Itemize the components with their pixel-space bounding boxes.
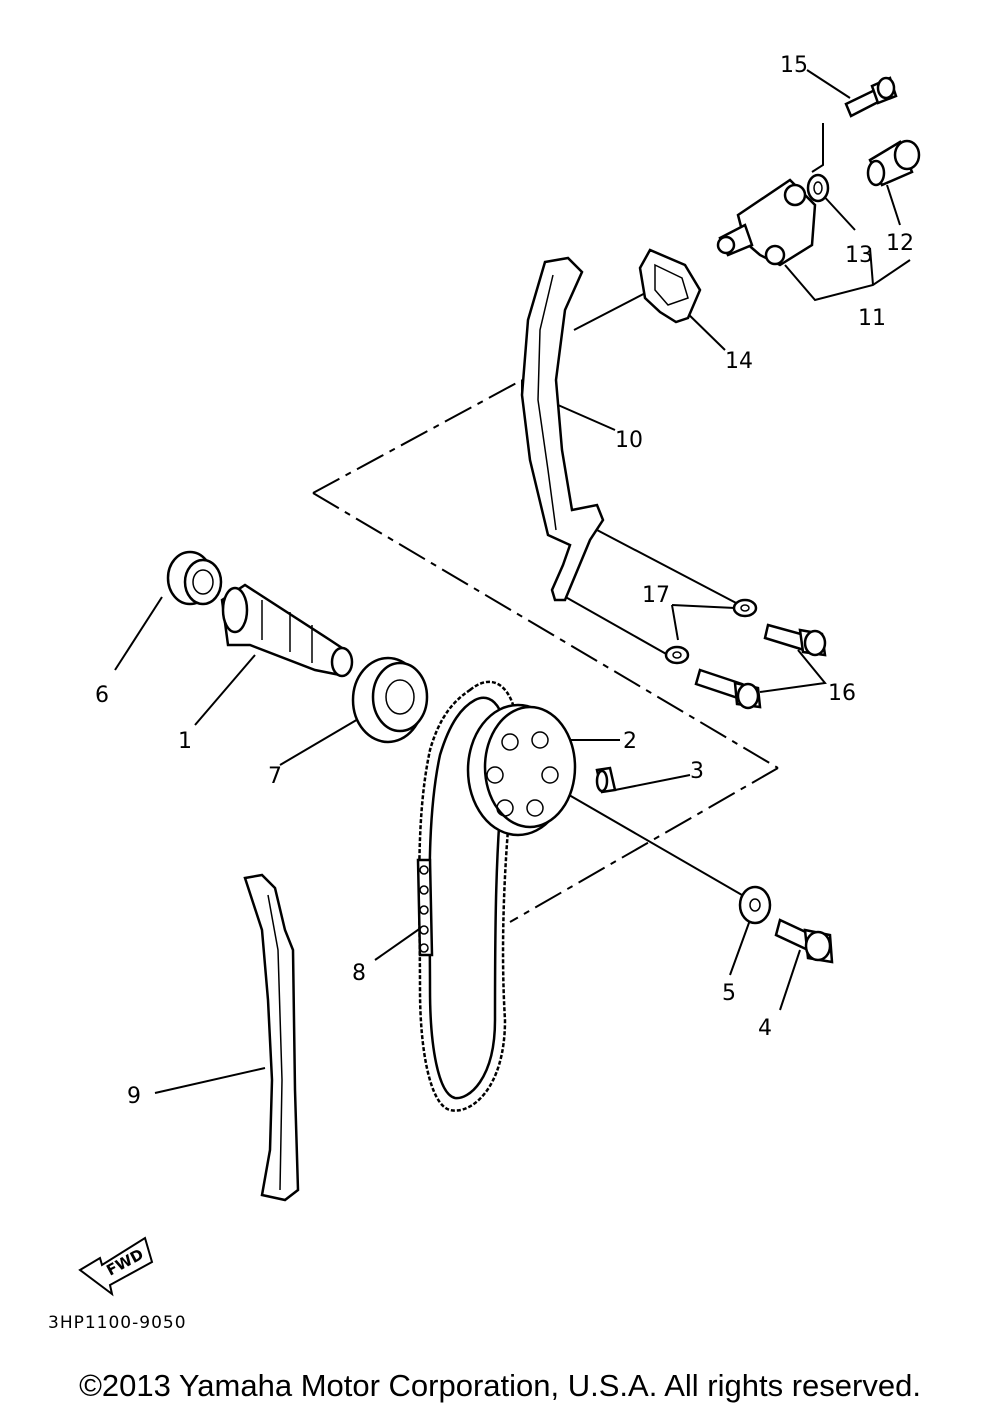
label-7: 7	[268, 764, 282, 789]
part-9-chain-guide	[243, 873, 300, 1202]
label-1: 1	[178, 729, 192, 754]
label-6: 6	[95, 683, 109, 708]
label-3: 3	[690, 759, 704, 784]
label-13: 13	[845, 243, 873, 268]
part-number-labels: 15 12 13 11 14 10 17 16 6 1 2 3 7 8 5 4 …	[95, 53, 914, 1109]
label-14: 14	[725, 349, 753, 374]
part-15-bolt	[844, 76, 898, 118]
label-15: 15	[780, 53, 808, 78]
part-1-camshaft	[220, 583, 354, 678]
label-2: 2	[623, 729, 637, 754]
part-11-tensioner	[716, 178, 817, 267]
label-8: 8	[352, 961, 366, 986]
part-4-bolt	[774, 918, 834, 964]
part-2-cam-sprocket	[466, 703, 577, 837]
label-4: 4	[758, 1016, 772, 1041]
diagram-code: 3HP1100-9050	[48, 1313, 187, 1333]
part-5-washer	[738, 885, 772, 925]
part-7-bearing	[351, 656, 429, 744]
forward-direction-arrow: FWD	[78, 1236, 154, 1297]
label-10: 10	[615, 428, 643, 453]
label-16: 16	[828, 681, 856, 706]
part-13-washer	[806, 173, 830, 203]
part-10-tensioner-guide	[520, 256, 605, 602]
part-3-dowel-pin	[595, 766, 617, 794]
part-17-washers	[664, 598, 758, 665]
label-17: 17	[642, 583, 670, 608]
part-16-bolts	[694, 623, 827, 710]
copyright-notice: ©2013 Yamaha Motor Corporation, U.S.A. A…	[79, 1368, 921, 1403]
part-14-gasket	[638, 248, 702, 324]
label-11: 11	[858, 306, 886, 331]
label-12: 12	[886, 231, 914, 256]
part-6-bearing	[166, 550, 223, 606]
label-9: 9	[127, 1084, 141, 1109]
part-12-plug	[866, 139, 921, 187]
label-5: 5	[722, 981, 736, 1006]
